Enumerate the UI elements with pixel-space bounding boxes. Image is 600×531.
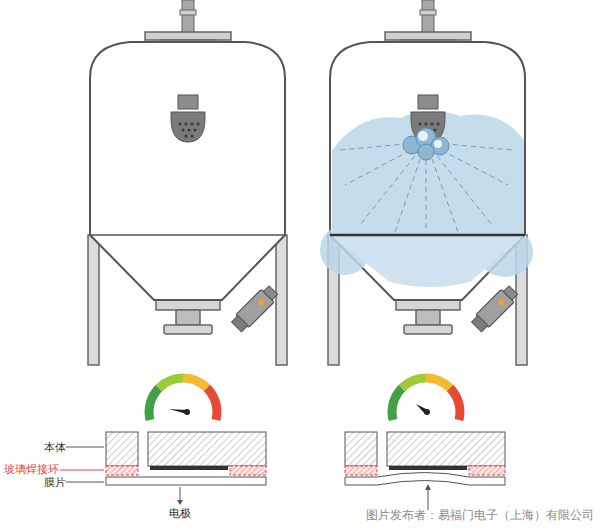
part-label: 本体: [44, 441, 66, 454]
part-label: 玻璃焊接环: [4, 463, 59, 476]
part-label: 电极: [169, 507, 191, 520]
part-label: 膜片: [44, 476, 66, 489]
watermark: 图片发布者：易福门电子（上海）有限公司: [366, 509, 594, 522]
